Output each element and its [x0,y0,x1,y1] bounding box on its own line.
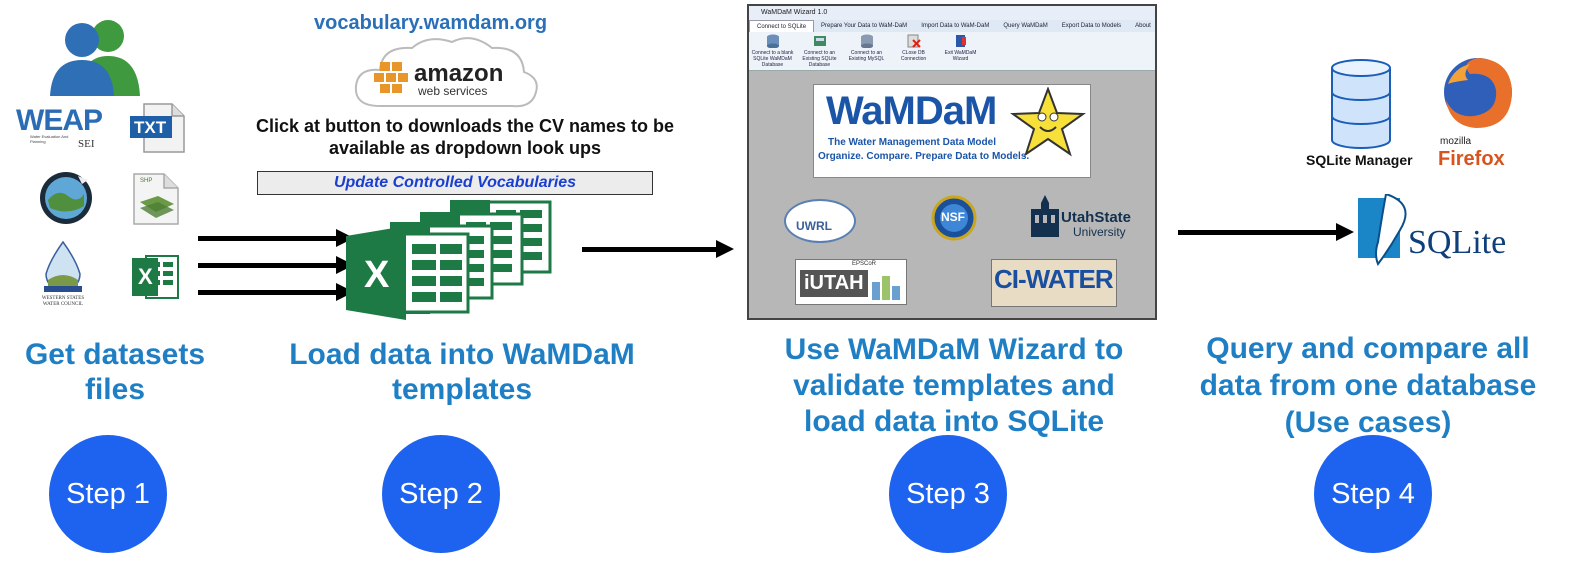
aws-cloud-logo: amazon web services [352,32,540,112]
ribbon-close-db-button[interactable]: CLose DB Connection [890,32,937,70]
wsc-seal-icon: WESTERN STATES WATER COUNCIL [36,240,90,312]
ci-water-logo: CI-WATER [991,259,1117,307]
ribbon-connect-mysql-button[interactable]: Connect to an Existing MySQL [843,32,890,70]
wizard-body: WaMDaM The Water Management Data Model O… [749,71,1155,317]
wamdam-logo: WaMDaM The Water Management Data Model O… [813,84,1091,178]
wsc-label: WESTERN STATES WATER COUNCIL [41,296,85,307]
mozilla-label: mozilla [1440,136,1472,147]
ribbon-connect-mysql-label: Connect to an Existing MySQL [848,50,885,62]
instruction-line2: available as dropdown look ups [328,138,602,158]
epscor-label: EPSCoR [852,261,877,267]
step3-caption-line2: validate templates and [793,369,1115,402]
wamdam-logo-title: WaMDaM [826,89,997,133]
firefox-label: Firefox [1438,148,1505,170]
vocabulary-url[interactable]: vocabulary.wamdam.org [314,12,548,34]
excel-templates-stack-icon: X [346,196,556,324]
iutah-label: iUTAH [800,270,868,297]
excel-letter: X [138,264,153,289]
ribbon-connect-existing-label: Connect to an Existing SQLite Database [802,50,837,68]
uwrl-logo: UWRL [784,199,856,243]
step4-caption-line3: (Use cases) [1284,406,1452,439]
step3-badge: Step 3 [889,435,1007,553]
ribbon-close-db-label: CLose DB Connection [900,50,927,62]
aws-brand: amazon [414,60,504,87]
wamdam-logo-tagline: Organize. Compare. Prepare Data to Model… [818,151,1030,162]
wizard-menu-import[interactable]: Import Data to WaM-DaM [921,23,990,29]
step3-caption: Use WaMDaM Wizard to validate templates … [744,332,1164,440]
usu-logo: UtahState University [1025,193,1155,243]
step3-caption-line3: load data into SQLite [803,405,1104,438]
step1-caption-line1: Get datasets [24,338,206,371]
excel-stack-letter: X [364,254,390,296]
weap-label: WEAP [16,104,103,137]
iutah-logo: EPSCoR iUTAH [795,259,907,305]
step4-caption-line2: data from one database [1199,369,1537,402]
step2-badge: Step 2 [382,435,500,553]
globe-icon [38,170,94,226]
step2-caption: Load data into WaMDaM templates [262,337,662,407]
arrow-step1-bottom [198,283,354,301]
arrow-step1-top [198,229,354,247]
txt-label: TXT [134,118,167,137]
usu-line1: UtahState [1061,209,1132,226]
shp-file-icon: SHP [130,172,182,226]
instruction-line1: Click at button to downloads the CV name… [255,116,675,136]
wamdam-wizard-window: WaMDaM Wizard 1.0 Connect to SQLite Prep… [747,4,1157,320]
step3-caption-line1: Use WaMDaM Wizard to [784,333,1124,366]
mysql-icon [860,34,874,49]
uwrl-label: UWRL [796,219,832,233]
step1-caption-line2: files [84,373,146,406]
usu-line2: University [1073,225,1126,239]
txt-file-icon: TXT [130,102,186,154]
wizard-menu-prepare[interactable]: Prepare Your Data to WaM-DaM [821,23,908,29]
aws-sub: web services [418,84,488,98]
ribbon-connect-blank-label: Connect to a blank SQLite WaMDaM Databas… [751,50,794,68]
nsf-logo: NSF [931,195,977,241]
nsf-label: NSF [941,210,965,224]
ribbon-connect-existing-button[interactable]: Connect to an Existing SQLite Database [796,32,843,70]
ribbon-exit-button[interactable]: Exit WaMDaM Wizard [937,32,984,70]
step4-caption: Query and compare all data from one data… [1172,330,1564,441]
database-icon [766,34,780,49]
ci-water-label: CI-WATER [994,264,1114,294]
wizard-menu-about[interactable]: About [1135,23,1151,29]
arrow-step2-to-step3 [582,240,734,258]
open-database-icon [813,34,827,48]
step4-badge: Step 4 [1314,435,1432,553]
sqlite-label: SQLite [1408,224,1507,261]
ribbon-connect-blank-button[interactable]: Connect to a blank SQLite WaMDaM Databas… [749,32,796,70]
arrow-step3-to-step4 [1178,223,1354,241]
excel-file-icon: X [130,252,180,302]
wizard-menu-export[interactable]: Export Data to Models [1061,23,1122,29]
step2-caption-line2: templates [391,373,533,406]
sei-label: SEI [78,138,95,150]
step4-caption-line1: Query and compare all [1206,332,1530,365]
wizard-menu-query[interactable]: Query WaMDaM [1003,23,1048,29]
wizard-title: WaMDaM Wizard 1.0 [749,6,1155,20]
step1-caption: Get datasets files [0,337,230,407]
exit-door-icon [954,34,968,48]
update-cv-button[interactable]: Update Controlled Vocabularies [257,171,653,195]
weap-sublabel: Water Evaluation And Planning [30,134,69,144]
wizard-menu-connect[interactable]: Connect to SQLite [749,20,815,32]
wizard-ribbon: Connect to a blank SQLite WaMDaM Databas… [749,32,1155,71]
iutah-skyline-icon [872,276,900,300]
ribbon-exit-label: Exit WaMDaM Wizard [944,50,977,62]
users-icon [48,16,144,96]
update-cv-button-label: Update Controlled Vocabularies [333,174,577,191]
shp-label: SHP [140,178,153,184]
step2-caption-line1: Load data into WaMDaM [289,338,635,371]
weap-logo: WEAP Water Evaluation And Planning SEI [16,104,120,154]
sqlite-manager-label: SQLite Manager [1306,152,1413,168]
sqlite-manager-logo: SQLite Manager [1300,58,1426,174]
wamdam-logo-subtitle: The Water Management Data Model [828,137,996,148]
close-db-icon [907,34,921,48]
firefox-logo: mozilla Firefox [1436,54,1522,174]
step1-badge: Step 1 [49,435,167,553]
star-mascot-icon [1010,87,1086,157]
wizard-menu: Connect to SQLite Prepare Your Data to W… [749,20,1155,32]
arrow-step1-mid [198,256,354,274]
sqlite-logo: SQLite [1356,190,1516,274]
